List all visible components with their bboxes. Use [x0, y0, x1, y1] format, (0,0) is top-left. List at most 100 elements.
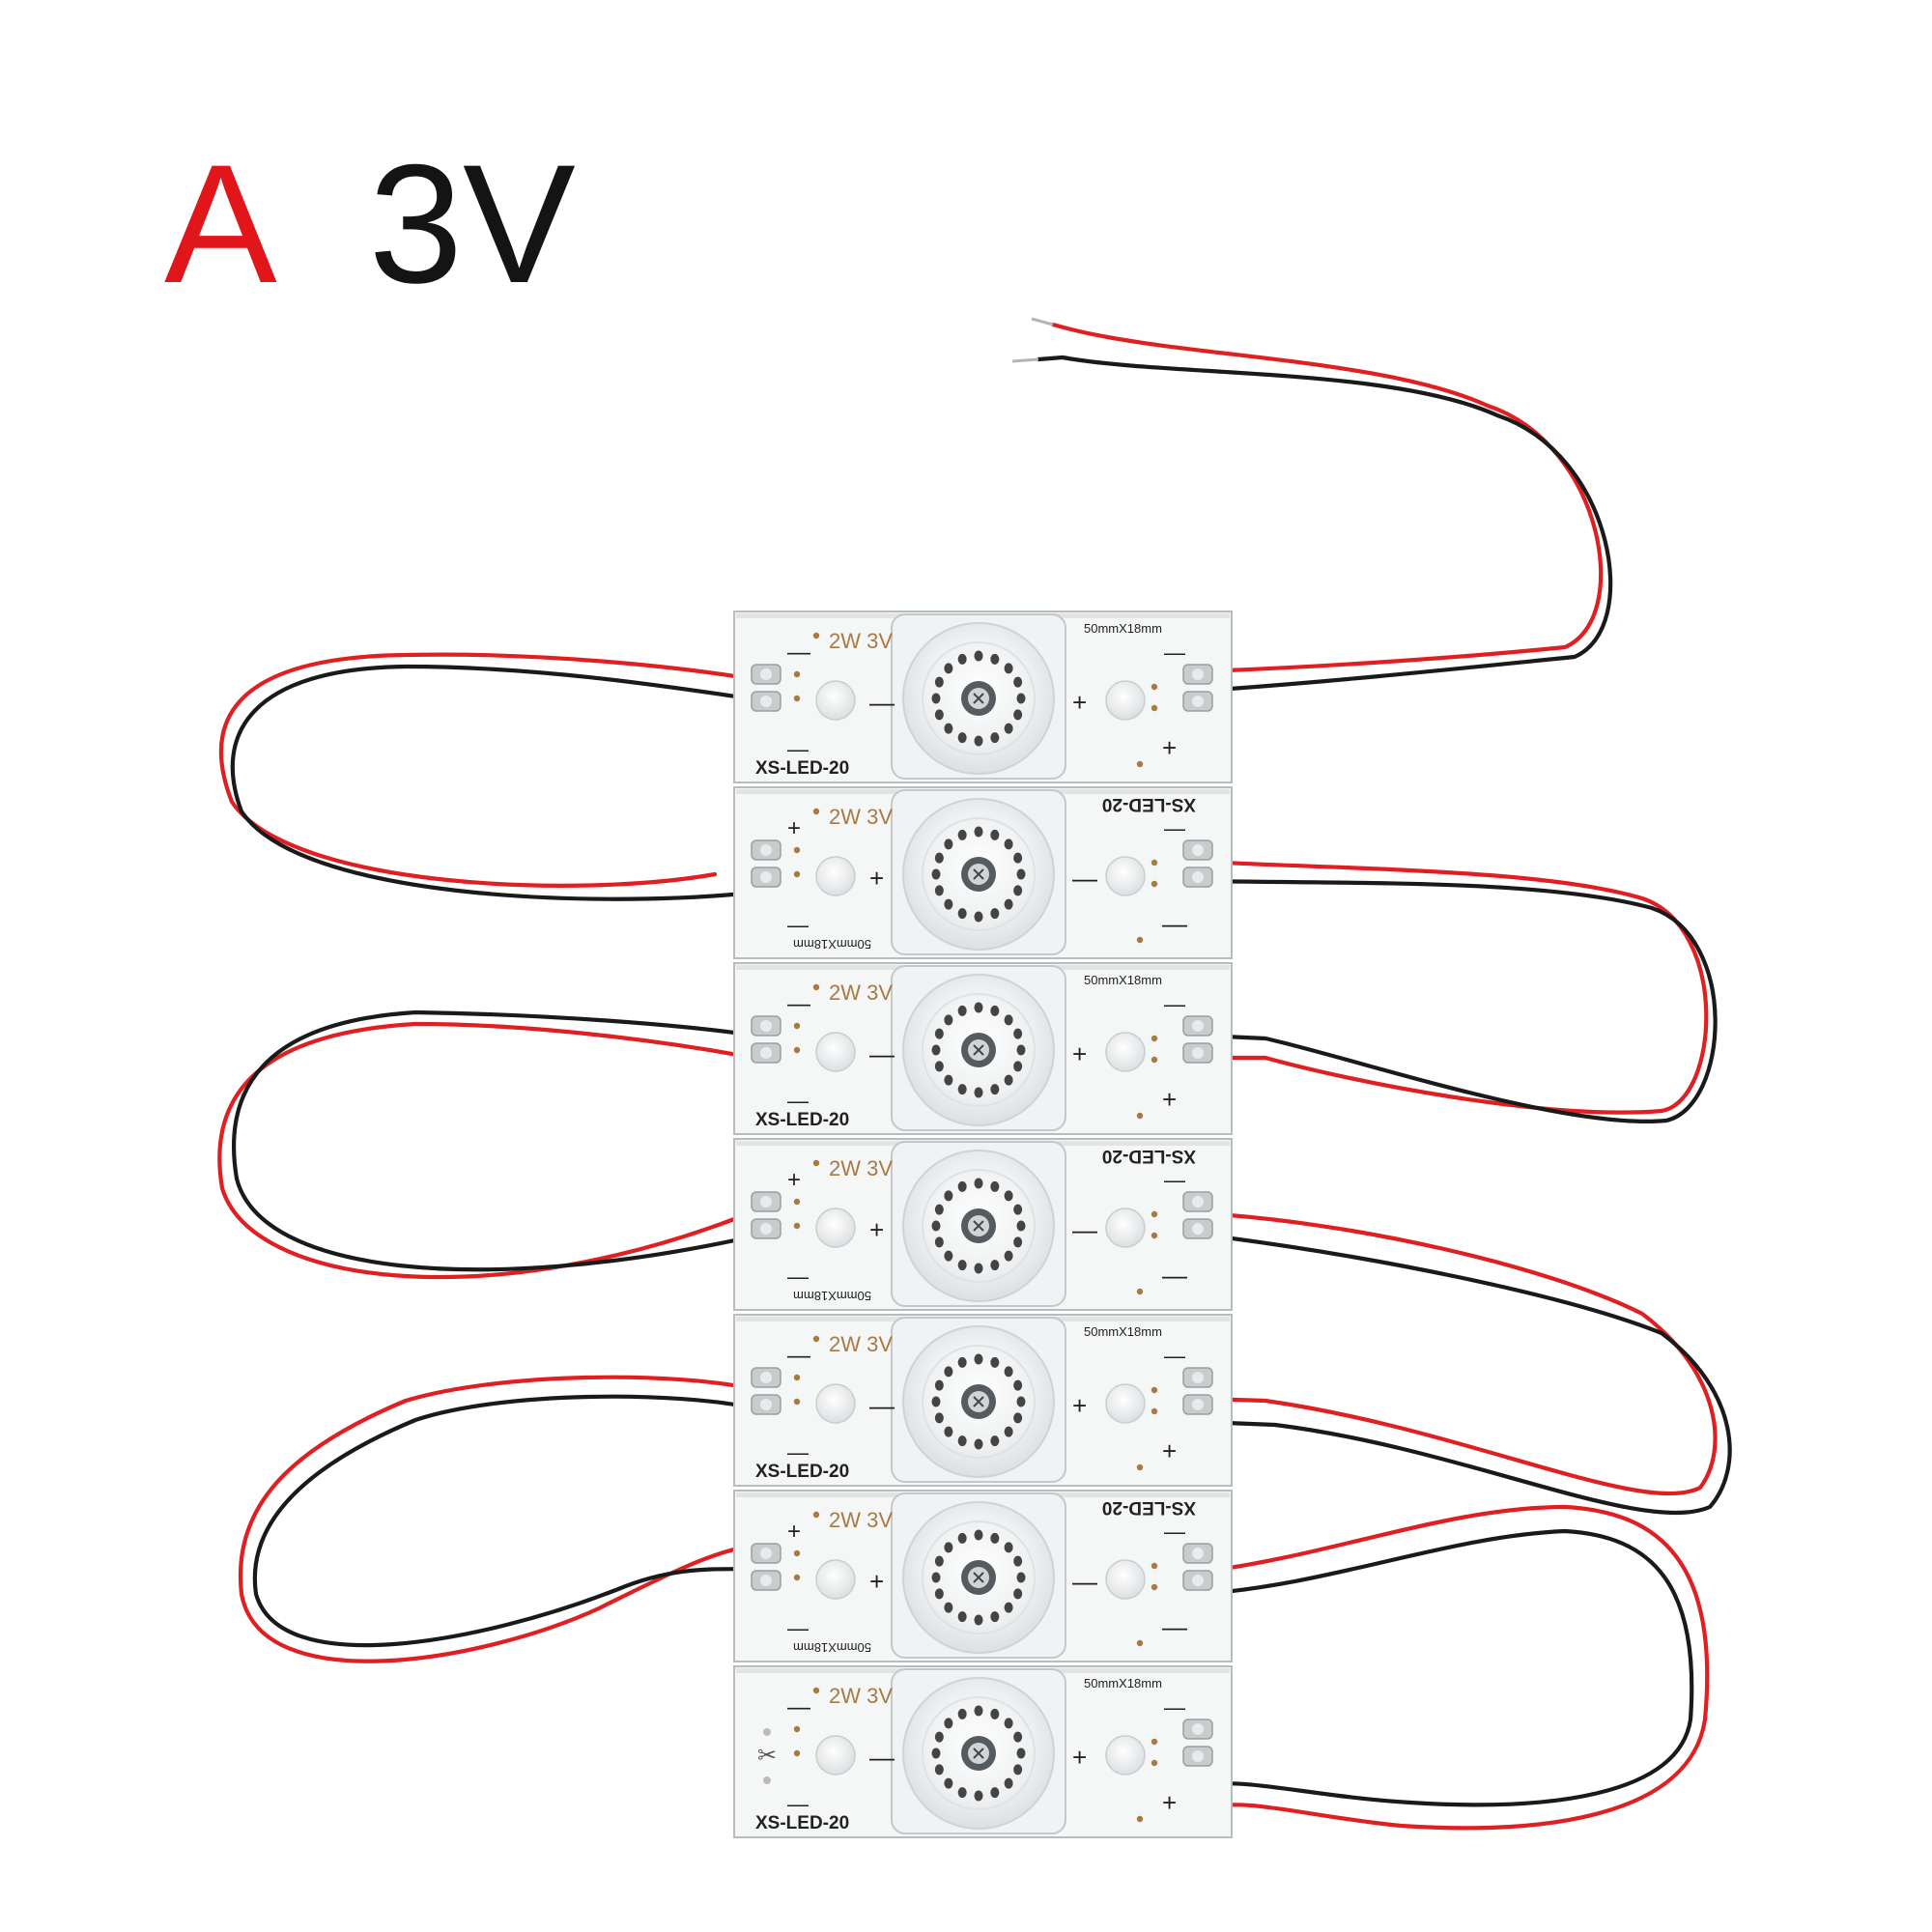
lens-dot [934, 1731, 944, 1743]
marker-dot [1151, 1386, 1158, 1394]
lens-dot [974, 1705, 983, 1717]
polarity-mark: — [787, 913, 809, 937]
lens-dot [931, 693, 941, 704]
polarity-mark: — [1164, 992, 1185, 1016]
solder-joint [760, 1020, 772, 1032]
lens-dot [974, 1178, 983, 1189]
lens-dot [934, 1236, 944, 1248]
lens-dot [1004, 1366, 1013, 1378]
lens-dot [931, 868, 941, 880]
marker-dot [812, 632, 820, 639]
lens-dot [944, 1777, 953, 1789]
polarity-mark: + [1162, 1436, 1177, 1465]
mount-hole [815, 1559, 856, 1600]
lens-dot [1016, 868, 1026, 880]
lens-dot [1016, 1747, 1026, 1759]
lens-dot [944, 723, 953, 734]
lens-dot [931, 1572, 941, 1583]
solder-joint [1192, 1196, 1204, 1208]
solder-joint [760, 871, 772, 883]
marker-dot [1151, 1232, 1158, 1239]
lens-dot [944, 1366, 953, 1378]
lens-ring [922, 993, 1036, 1107]
polarity-mark: — [1072, 864, 1097, 893]
polarity-mark: — [1164, 1695, 1185, 1719]
marker-dot [1151, 1407, 1158, 1415]
lens-dot [990, 1435, 1000, 1447]
mount-hole [815, 680, 856, 721]
lens-dot [1004, 1602, 1013, 1613]
red-wire [1200, 859, 1709, 1115]
polarity-mark: — [787, 1264, 809, 1289]
lens-dot [974, 1790, 983, 1802]
lens-dot [974, 735, 983, 747]
solder-joint [1192, 1223, 1204, 1235]
polarity-mark: — [869, 1039, 895, 1068]
polarity-mark: — [1162, 1612, 1187, 1641]
lens-dot [974, 1263, 983, 1274]
size-label: 50mmX18mm [793, 1289, 871, 1303]
lens-dot [944, 898, 953, 910]
lens-dot [1013, 1061, 1023, 1072]
lens-dot [974, 1353, 983, 1365]
polarity-mark: + [1072, 1743, 1087, 1772]
marker-dot [793, 1046, 801, 1054]
lens-dot [957, 1260, 967, 1271]
lens-dot [957, 1787, 967, 1799]
solder-joint [1192, 696, 1204, 707]
marker-dot [812, 1159, 820, 1167]
mount-hole [1105, 856, 1146, 896]
mount-hole [815, 1208, 856, 1248]
marker-dot [793, 846, 801, 854]
lens-dot [974, 1002, 983, 1013]
marker-dot [793, 1549, 801, 1557]
solder-joint [1192, 1020, 1204, 1032]
led-chip-mark [973, 1220, 984, 1232]
lens-dot [1004, 1190, 1013, 1202]
rating-label: 2W 3V [829, 980, 893, 1005]
polarity-mark: — [869, 688, 895, 717]
lens-dot [944, 1542, 953, 1553]
polarity-mark: + [1162, 1085, 1177, 1114]
lens-dot [957, 1180, 967, 1192]
lens-dot [957, 1708, 967, 1719]
lens-dot [1013, 885, 1023, 896]
marker-dot [793, 695, 801, 702]
marker-dot [812, 1687, 820, 1694]
model-label: XS-LED-20 [755, 1462, 849, 1482]
lens-dot [957, 653, 967, 665]
lens-dot [957, 732, 967, 744]
lens-dot [957, 1005, 967, 1016]
lens-dot [934, 1379, 944, 1391]
size-label: 50mmX18mm [1084, 621, 1162, 636]
marker-dot [793, 1574, 801, 1581]
lens-dot [931, 1747, 941, 1759]
red-wire [1200, 1504, 1710, 1831]
lens-dot [957, 1435, 967, 1447]
marker-dot [793, 1398, 801, 1406]
solder-joint [1192, 1548, 1204, 1559]
polarity-mark: — [1162, 909, 1187, 938]
mount-hole [815, 1032, 856, 1072]
lens-dot [1004, 1542, 1013, 1553]
marker-dot [1151, 1738, 1158, 1746]
lens-dot [1013, 1731, 1023, 1743]
polarity-mark: — [1164, 1520, 1185, 1544]
polarity-mark: — [1072, 1567, 1097, 1596]
black-wire [1036, 355, 1613, 694]
black-wire [1200, 878, 1718, 1123]
wires [217, 317, 1732, 1831]
marker-dot [1136, 1288, 1144, 1295]
lens-dot [931, 1396, 941, 1407]
wire-tip-red [1031, 317, 1054, 327]
model-label: XS-LED-20 [1102, 1497, 1196, 1518]
marker-dot [1151, 859, 1158, 867]
lens-dot [1004, 723, 1013, 734]
lens-dot [1004, 898, 1013, 910]
marker-dot [793, 1198, 801, 1206]
polarity-mark: — [1164, 1344, 1185, 1368]
